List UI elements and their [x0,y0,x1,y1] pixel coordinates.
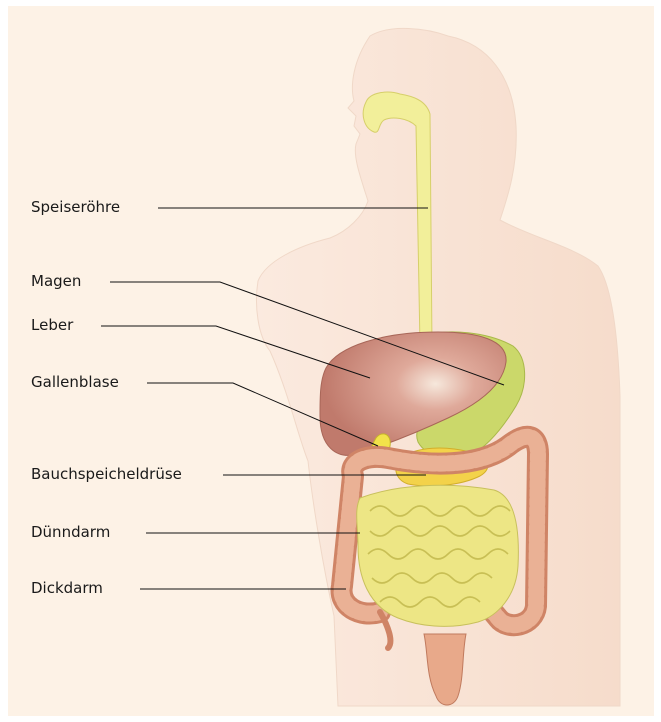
digestive-system-illustration [8,6,654,716]
diagram-panel: Speiseröhre Magen Leber Gallenblase Bauc… [8,6,654,716]
label-bauchspeicheldruese: Bauchspeicheldrüse [31,465,182,483]
label-dickdarm: Dickdarm [31,579,103,597]
label-magen: Magen [31,272,81,290]
label-leber: Leber [31,316,73,334]
label-speiseroehre: Speiseröhre [31,198,120,216]
label-duenndarm: Dünndarm [31,523,110,541]
label-gallenblase: Gallenblase [31,373,119,391]
